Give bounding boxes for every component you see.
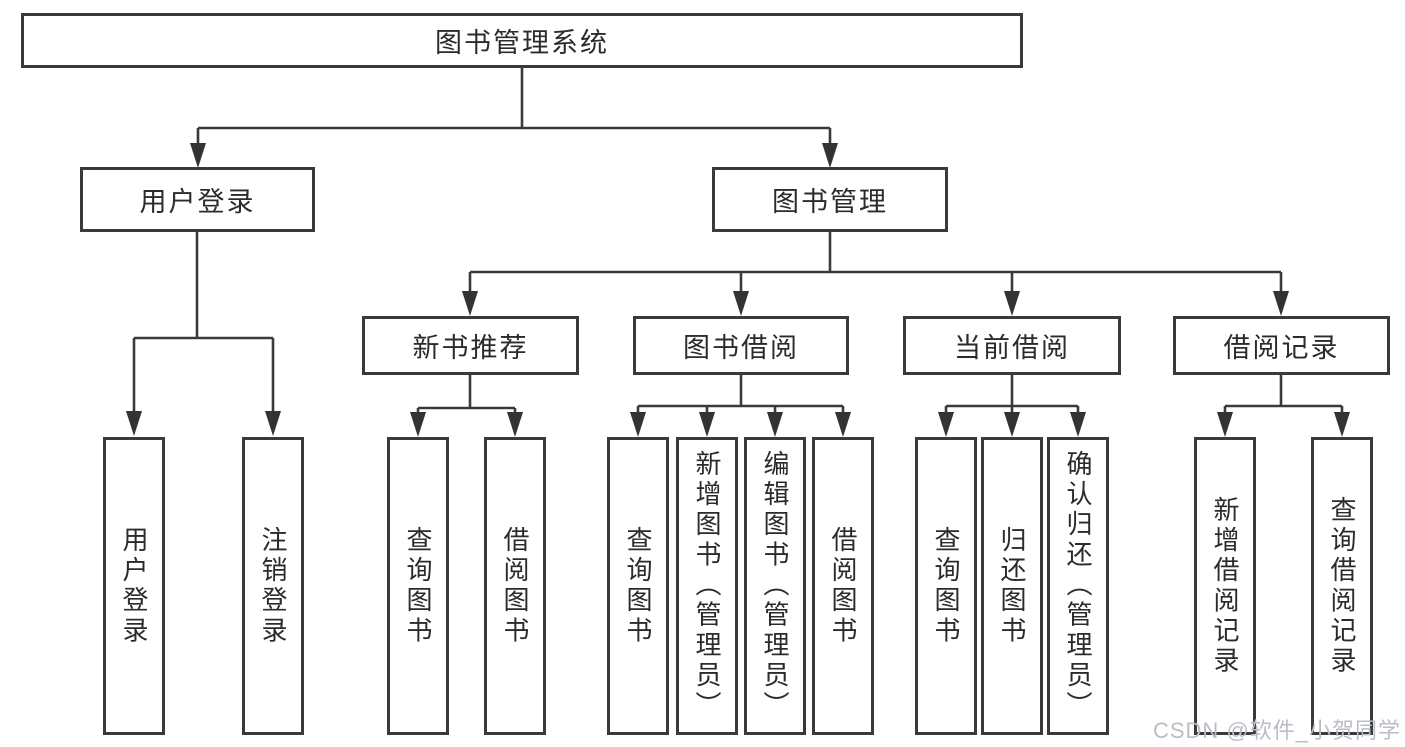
leaf-borrow-books-2-label: 借阅图书 xyxy=(828,525,858,647)
node-book-management-branch-label: 图书管理 xyxy=(772,187,888,217)
connector-strokes xyxy=(132,68,1344,414)
leaf-borrow-books-1: 借阅图书 xyxy=(484,437,546,735)
leaf-logout-label: 注销登录 xyxy=(258,525,288,647)
leaf-query-borrow-record-label: 查询借阅记录 xyxy=(1327,495,1357,677)
leaf-query-books-2: 查询图书 xyxy=(607,437,669,735)
leaf-add-books-admin-label: 新增图书（管理员） xyxy=(692,450,722,722)
leaf-add-borrow-record: 新增借阅记录 xyxy=(1194,437,1256,735)
leaf-query-books-3-label: 查询图书 xyxy=(931,525,961,647)
node-book-borrow-label: 图书借阅 xyxy=(683,333,799,363)
leaf-query-books-1: 查询图书 xyxy=(387,437,449,735)
leaf-borrow-books-2: 借阅图书 xyxy=(812,437,874,735)
leaf-return-books-label: 归还图书 xyxy=(997,525,1027,647)
leaf-confirm-return-admin: 确认归还（管理员） xyxy=(1047,437,1109,735)
leaf-query-books-1-label: 查询图书 xyxy=(403,525,433,647)
node-root: 图书管理系统 xyxy=(21,13,1023,68)
leaf-query-books-2-label: 查询图书 xyxy=(623,525,653,647)
leaf-return-books: 归还图书 xyxy=(981,437,1043,735)
leaf-add-books-admin: 新增图书（管理员） xyxy=(676,437,738,735)
node-borrow-records-label: 借阅记录 xyxy=(1223,333,1340,363)
node-book-management-branch: 图书管理 xyxy=(712,167,948,232)
leaf-confirm-return-admin-label: 确认归还（管理员） xyxy=(1063,450,1093,722)
node-borrow-records: 借阅记录 xyxy=(1173,316,1390,375)
leaf-add-borrow-record-label: 新增借阅记录 xyxy=(1210,495,1240,677)
arrowheads xyxy=(126,143,1350,437)
node-user-login-branch-label: 用户登录 xyxy=(139,187,256,217)
node-new-book-recommend: 新书推荐 xyxy=(362,316,579,375)
node-new-book-recommend-label: 新书推荐 xyxy=(412,333,529,363)
leaf-edit-books-admin-label: 编辑图书（管理员） xyxy=(760,450,790,722)
leaf-query-borrow-record: 查询借阅记录 xyxy=(1311,437,1373,735)
leaf-query-books-3: 查询图书 xyxy=(915,437,977,735)
node-current-borrow: 当前借阅 xyxy=(903,316,1121,375)
leaf-user-login-label: 用户登录 xyxy=(119,525,149,647)
csdn-watermark: CSDN @软件_小贺同学 xyxy=(1152,718,1401,743)
node-current-borrow-label: 当前借阅 xyxy=(954,333,1070,363)
leaf-edit-books-admin: 编辑图书（管理员） xyxy=(744,437,806,735)
node-book-borrow: 图书借阅 xyxy=(633,316,849,375)
leaf-user-login: 用户登录 xyxy=(103,437,165,735)
leaf-borrow-books-1-label: 借阅图书 xyxy=(500,525,530,647)
node-user-login-branch: 用户登录 xyxy=(80,167,315,232)
leaf-logout: 注销登录 xyxy=(242,437,304,735)
node-root-label: 图书管理系统 xyxy=(435,28,609,58)
